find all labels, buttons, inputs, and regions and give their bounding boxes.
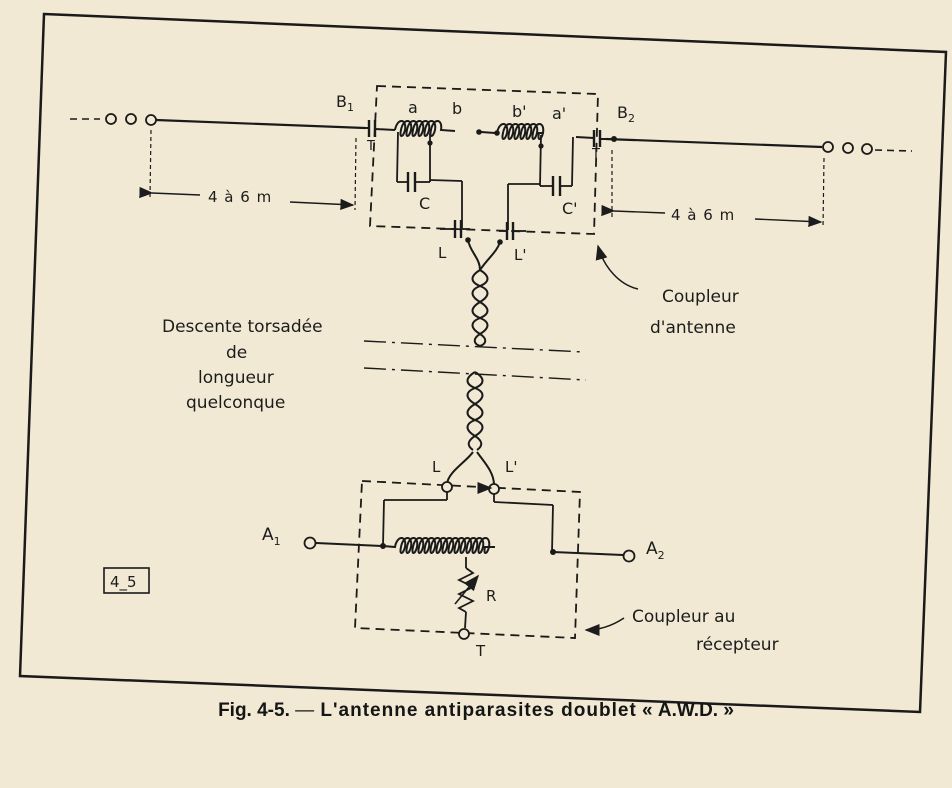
- a1-a2-lines: [303, 536, 636, 563]
- label-distance-right: 4 à 6 m: [671, 206, 735, 224]
- twisted-descent-bottom: [446, 371, 495, 486]
- left-coil-ab: [394, 120, 456, 137]
- caption-fig-number: Fig. 4-5.: [218, 700, 290, 721]
- figure-caption: Fig. 4-5. — L'antenne antiparasites doub…: [0, 700, 952, 722]
- label-b1: B1: [336, 92, 354, 114]
- figure-id-box: [103, 567, 150, 594]
- label-coupler-antenna-2: d'antenne: [650, 318, 736, 338]
- label-c-prime: C': [562, 199, 578, 218]
- antenna-coupler-box: [369, 85, 599, 235]
- left-distance-marker: [139, 129, 357, 211]
- left-tuning-circuit: [396, 131, 463, 228]
- label-b1-ground: T: [366, 139, 375, 154]
- receiver-coupler-arrow: [584, 617, 625, 636]
- caption-close-quote: »: [723, 700, 734, 721]
- twisted-descent-top: [467, 239, 501, 347]
- label-descent-2: de: [226, 343, 247, 363]
- label-b: b: [452, 99, 462, 118]
- label-l-prime-top: L': [514, 246, 526, 264]
- right-antenna-wire: [605, 137, 913, 155]
- caption-text: L'antenne antiparasites doublet: [320, 700, 637, 721]
- caption-name: A.W.D.: [657, 700, 719, 721]
- receiver-coil: [382, 537, 495, 554]
- label-r: R: [486, 587, 496, 605]
- b2-capacitor: [575, 130, 617, 147]
- figure-id-label: 4_5: [110, 573, 137, 592]
- label-descent-1: Descente torsadée: [162, 317, 323, 337]
- label-coupler-antenna-1: Coupleur: [662, 287, 739, 307]
- label-a1: A1: [262, 525, 281, 548]
- output-capacitors: [440, 220, 526, 245]
- label-distance-left: 4 à 6 m: [208, 188, 272, 206]
- label-l-prime-bottom: L': [505, 458, 517, 476]
- label-l-bottom: L: [432, 458, 441, 476]
- label-b2: B2: [617, 103, 635, 125]
- b1-capacitor: [365, 120, 396, 137]
- receiver-coupler-box: [354, 480, 581, 639]
- break-line-upper: [363, 340, 585, 353]
- label-b-prime: b': [512, 102, 527, 121]
- right-distance-marker: [601, 150, 825, 229]
- break-line-lower: [363, 367, 587, 381]
- label-l-top: L: [438, 244, 447, 262]
- label-coupler-receiver-1: Coupleur au: [632, 607, 735, 627]
- variable-resistor-r: [454, 557, 480, 640]
- caption-open-quote: «: [642, 700, 653, 721]
- label-t: T: [475, 642, 486, 660]
- label-a-prime: a': [552, 104, 566, 123]
- figure-frame: [18, 12, 948, 714]
- right-coil-ba: [496, 123, 545, 140]
- label-coupler-receiver-2: récepteur: [696, 635, 779, 655]
- label-descent-4: quelconque: [186, 393, 285, 413]
- caption-dash: —: [295, 700, 316, 721]
- label-descent-3: longueur: [198, 368, 274, 388]
- label-a: a: [408, 98, 418, 117]
- left-antenna-wire: [70, 113, 366, 130]
- label-b2-ground: T: [591, 147, 600, 162]
- label-a2: A2: [646, 539, 665, 562]
- antenna-coupler-arrow: [595, 244, 639, 290]
- label-c: C: [419, 194, 430, 213]
